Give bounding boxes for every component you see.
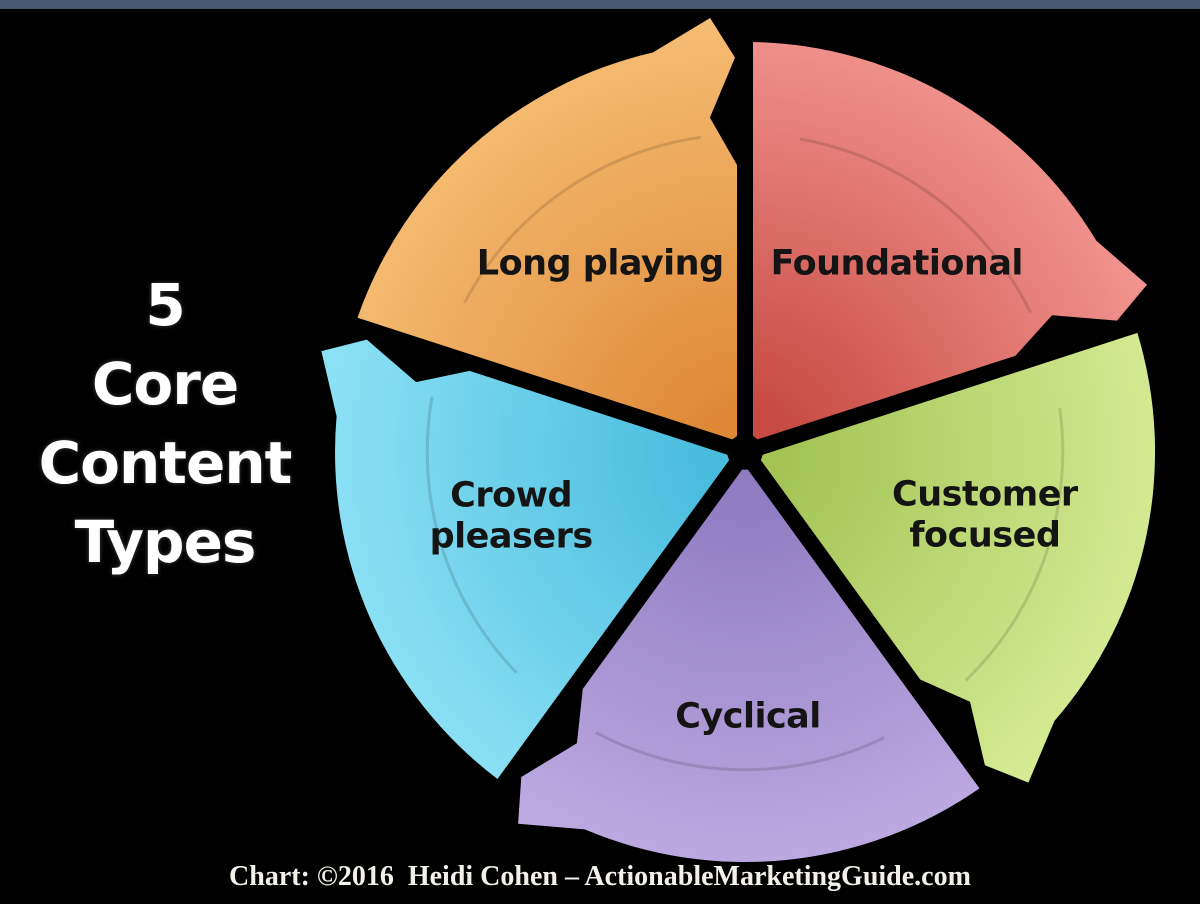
segment-shaft-line-customer-focused [964, 407, 1065, 682]
top-border-bar [0, 0, 1200, 9]
title-line-4: Types [74, 508, 257, 576]
segment-label-cyclical: Cyclical [675, 696, 821, 737]
title-line-1: 5 [145, 271, 185, 339]
segment-shaft-line-foundational [799, 137, 1032, 314]
wheel-segment-crowd-pleasers [321, 339, 730, 779]
diagram-title: 5 Core Content Types [28, 266, 302, 582]
segment-label-foundational: Foundational [770, 243, 1024, 284]
wheel-segment-long-playing [357, 18, 737, 440]
wheel-segment-cyclical [518, 469, 980, 863]
segment-shaft-line-long-playing [463, 135, 702, 304]
segment-shaft-line-crowd-pleasers [425, 396, 518, 674]
segment-label-long-playing: Long playing [476, 243, 724, 284]
segment-shaft-line-cyclical [595, 731, 885, 772]
title-line-3: Content [38, 429, 293, 497]
wheel-segment-customer-focused [760, 332, 1156, 783]
credit-line: Chart: ©2016 Heidi Cohen – ActionableMar… [229, 861, 971, 892]
title-line-2: Core [91, 350, 239, 418]
wheel-segment-foundational [753, 42, 1147, 440]
